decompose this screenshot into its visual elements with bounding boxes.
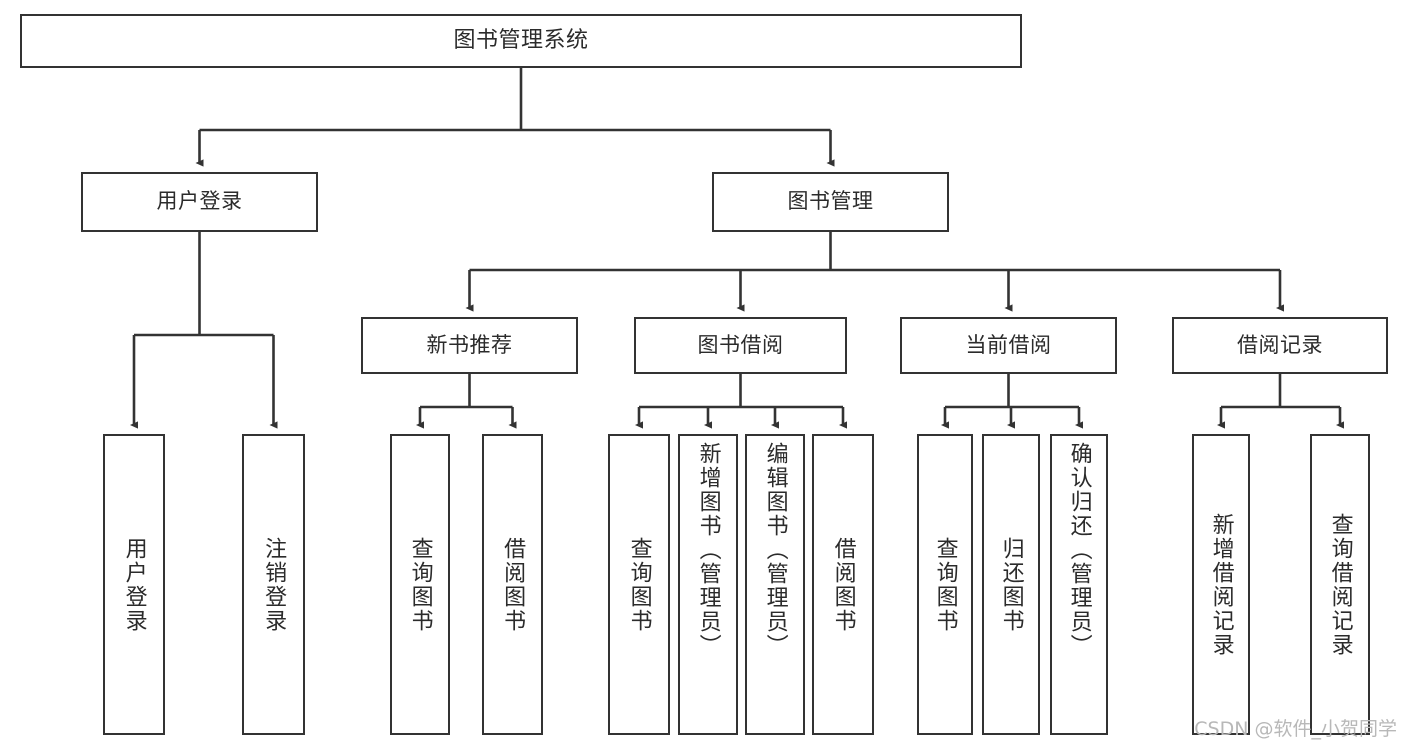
node-leaf-borrow-book-1[interactable]: 借阅图书 xyxy=(482,434,543,735)
node-label: 新增图书（管理员） xyxy=(695,442,721,658)
node-leaf-borrow-book-2[interactable]: 借阅图书 xyxy=(812,434,874,735)
node-label: 借阅图书 xyxy=(500,536,526,633)
node-user-login[interactable]: 用户登录 xyxy=(81,172,318,232)
node-root[interactable]: 图书管理系统 xyxy=(20,14,1022,68)
node-label: 图书管理 xyxy=(787,189,874,214)
node-label: 注销登录 xyxy=(261,536,287,633)
node-leaf-return-book[interactable]: 归还图书 xyxy=(982,434,1040,735)
node-leaf-add-book[interactable]: 新增图书（管理员） xyxy=(678,434,738,735)
node-label: 查询图书 xyxy=(932,536,958,633)
node-leaf-user-logout[interactable]: 注销登录 xyxy=(242,434,305,735)
node-current-borrow[interactable]: 当前借阅 xyxy=(900,317,1117,374)
node-leaf-query-book-2[interactable]: 查询图书 xyxy=(608,434,670,735)
node-new-book-recommend[interactable]: 新书推荐 xyxy=(361,317,578,374)
node-leaf-query-book-3[interactable]: 查询图书 xyxy=(917,434,973,735)
node-label: 新书推荐 xyxy=(426,332,513,357)
node-leaf-edit-book[interactable]: 编辑图书（管理员） xyxy=(745,434,805,735)
node-label: 查询借阅记录 xyxy=(1327,512,1353,657)
node-label: 用户登录 xyxy=(156,189,243,214)
node-label: 借阅记录 xyxy=(1237,332,1323,357)
node-label: 借阅图书 xyxy=(830,536,856,633)
node-label: 用户登录 xyxy=(121,536,147,633)
node-book-borrow[interactable]: 图书借阅 xyxy=(634,317,847,374)
node-label: 图书借阅 xyxy=(697,332,784,357)
node-label: 新增借阅记录 xyxy=(1208,512,1234,657)
node-leaf-confirm-return[interactable]: 确认归还（管理员） xyxy=(1050,434,1108,735)
node-leaf-user-login[interactable]: 用户登录 xyxy=(103,434,165,735)
node-label: 确认归还（管理员） xyxy=(1066,442,1092,658)
node-leaf-query-record[interactable]: 查询借阅记录 xyxy=(1310,434,1370,735)
node-label: 编辑图书（管理员） xyxy=(762,442,788,658)
node-label: 归还图书 xyxy=(998,536,1024,633)
node-leaf-query-book-1[interactable]: 查询图书 xyxy=(390,434,450,735)
node-borrow-record[interactable]: 借阅记录 xyxy=(1172,317,1388,374)
node-book-manage[interactable]: 图书管理 xyxy=(712,172,949,232)
node-label: 当前借阅 xyxy=(965,332,1052,357)
node-leaf-add-record[interactable]: 新增借阅记录 xyxy=(1192,434,1250,735)
node-label: 查询图书 xyxy=(626,536,652,633)
node-label: 查询图书 xyxy=(407,536,433,633)
node-label: 图书管理系统 xyxy=(453,27,589,53)
